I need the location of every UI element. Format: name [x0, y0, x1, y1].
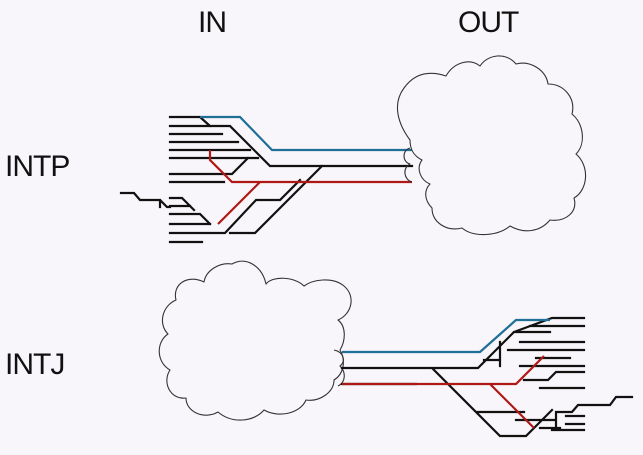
intp-red-path — [208, 150, 412, 225]
intp-cloud — [396, 55, 587, 236]
intj-tree — [340, 316, 634, 438]
intp-blue-path — [200, 115, 412, 152]
out-header: OUT — [458, 6, 519, 39]
intj-cloud-knob — [333, 349, 345, 387]
intj-cloud-shape — [158, 260, 352, 421]
intp-cloud-knob — [403, 147, 413, 183]
intp-label: INTP — [5, 150, 69, 183]
in-header: IN — [198, 6, 226, 39]
intp-tree — [119, 115, 414, 244]
intj-cloud — [158, 260, 352, 421]
intp-branch-lines — [119, 115, 414, 244]
intj-label: INTJ — [5, 348, 64, 381]
intj-blue-path — [342, 318, 550, 354]
intj-branch-lines — [340, 316, 634, 438]
intj-red-path — [342, 355, 545, 429]
intp-cloud-shape — [396, 55, 587, 236]
